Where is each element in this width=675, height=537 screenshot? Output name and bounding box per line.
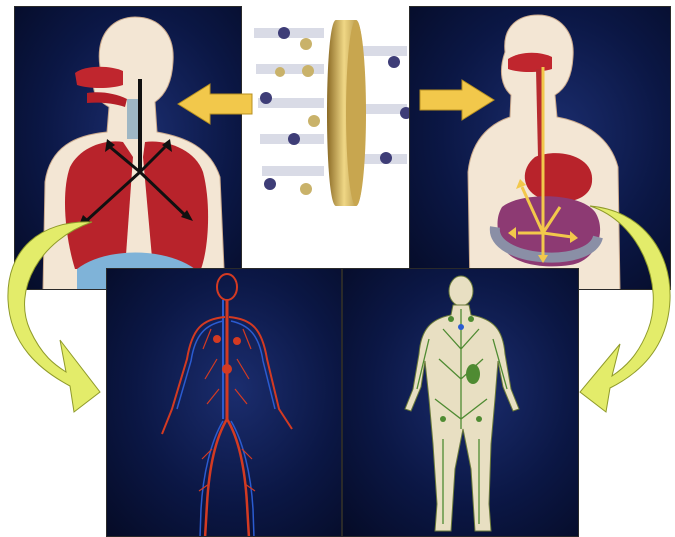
respiratory-system-icon <box>15 7 242 290</box>
lymphatic-system-icon <box>343 269 579 537</box>
circulatory-system-icon <box>107 269 342 537</box>
lymphatic-system-panel <box>342 268 579 537</box>
digestive-system-panel <box>409 6 671 290</box>
respiratory-system-panel <box>14 6 242 290</box>
circulatory-system-panel <box>106 268 342 537</box>
digestive-system-icon <box>410 7 671 290</box>
membrane-diffusion-panel <box>244 6 409 251</box>
cell-membrane-diffusion-icon <box>244 6 409 251</box>
